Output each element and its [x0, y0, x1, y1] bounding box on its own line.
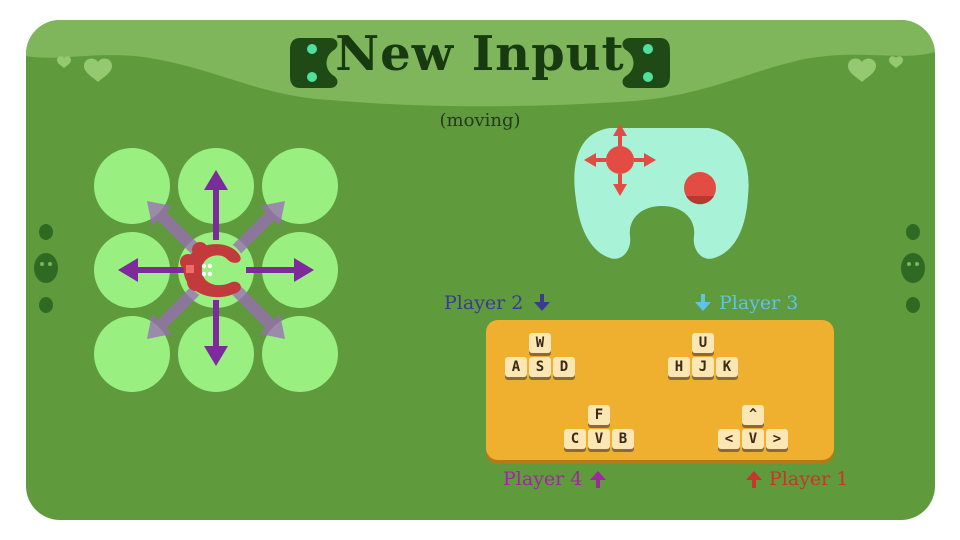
- action-button-icon: [684, 172, 716, 205]
- key-a: A: [505, 357, 527, 377]
- player4-up-arrow: [590, 471, 606, 488]
- player1-label: Player 1: [769, 468, 849, 490]
- key-u: U: [692, 333, 714, 353]
- frog-icon: [34, 224, 925, 313]
- joystick-arrows-icon: [584, 124, 656, 196]
- player3-label: Player 3: [719, 292, 799, 314]
- title-banner: [26, 20, 935, 107]
- key-down-arrow: V: [742, 429, 764, 449]
- diagonal-arrows: [147, 201, 285, 339]
- player2-down-arrow: [534, 294, 550, 311]
- key-j: J: [692, 357, 714, 377]
- key-k: K: [716, 357, 738, 377]
- player2-label: Player 2: [444, 292, 524, 314]
- key-left-arrow: <: [718, 429, 740, 449]
- key-h: H: [668, 357, 690, 377]
- player4-label: Player 4: [503, 468, 583, 490]
- key-w: W: [529, 333, 551, 353]
- key-b: B: [612, 429, 634, 449]
- key-v: V: [588, 429, 610, 449]
- player-character: [180, 240, 246, 300]
- gamepad-icon: [290, 38, 338, 88]
- player3-down-arrow: [695, 294, 711, 311]
- page-subtitle: (moving): [439, 110, 521, 131]
- key-d: D: [553, 357, 575, 377]
- page-title: New Input: [335, 26, 625, 82]
- key-up-arrow: ^: [742, 405, 764, 425]
- key-c: C: [564, 429, 586, 449]
- player1-up-arrow: [746, 471, 762, 488]
- direction-arrows: [118, 170, 314, 366]
- gamepad-icon: [622, 38, 670, 88]
- key-s: S: [529, 357, 551, 377]
- key-f: F: [588, 405, 610, 425]
- key-right-arrow: >: [766, 429, 788, 449]
- heart-icon: [57, 56, 903, 82]
